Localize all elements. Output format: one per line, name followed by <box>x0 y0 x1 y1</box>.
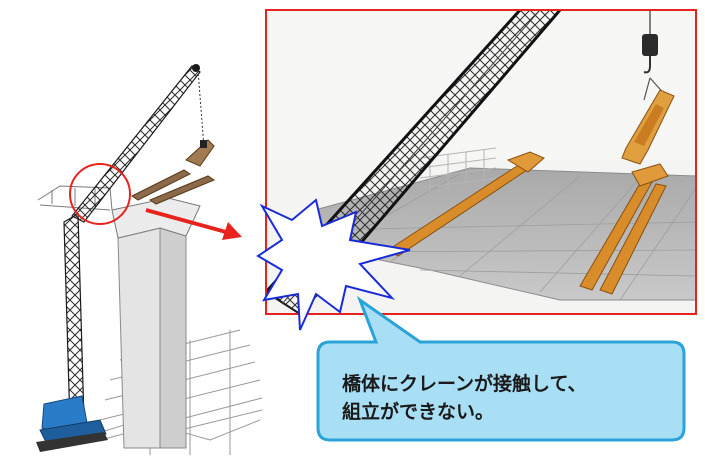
detail-frame <box>265 9 697 315</box>
crane-boom <box>71 64 207 223</box>
callout-line-1: 橋体にクレーンが接触して、 <box>342 373 587 395</box>
bridge-pier <box>111 197 201 449</box>
callout-line-2: 組立ができない。 <box>342 401 495 423</box>
hanging-segment <box>621 77 675 165</box>
girder-right <box>579 163 669 295</box>
red-arrow-icon <box>145 208 242 240</box>
warning-callout <box>316 295 686 442</box>
contact-highlight-circle <box>69 163 131 225</box>
collision-star-icon <box>256 198 411 331</box>
crane-hook <box>642 10 658 74</box>
pier-railing <box>37 185 113 211</box>
girder-segments-small <box>131 139 216 205</box>
crane-base <box>36 395 108 452</box>
crane-mast <box>63 212 85 425</box>
overview-illustration <box>36 64 263 455</box>
deck-railing <box>419 147 497 192</box>
callout-text: 橋体にクレーンが接触して、 組立ができない。 <box>342 370 672 426</box>
